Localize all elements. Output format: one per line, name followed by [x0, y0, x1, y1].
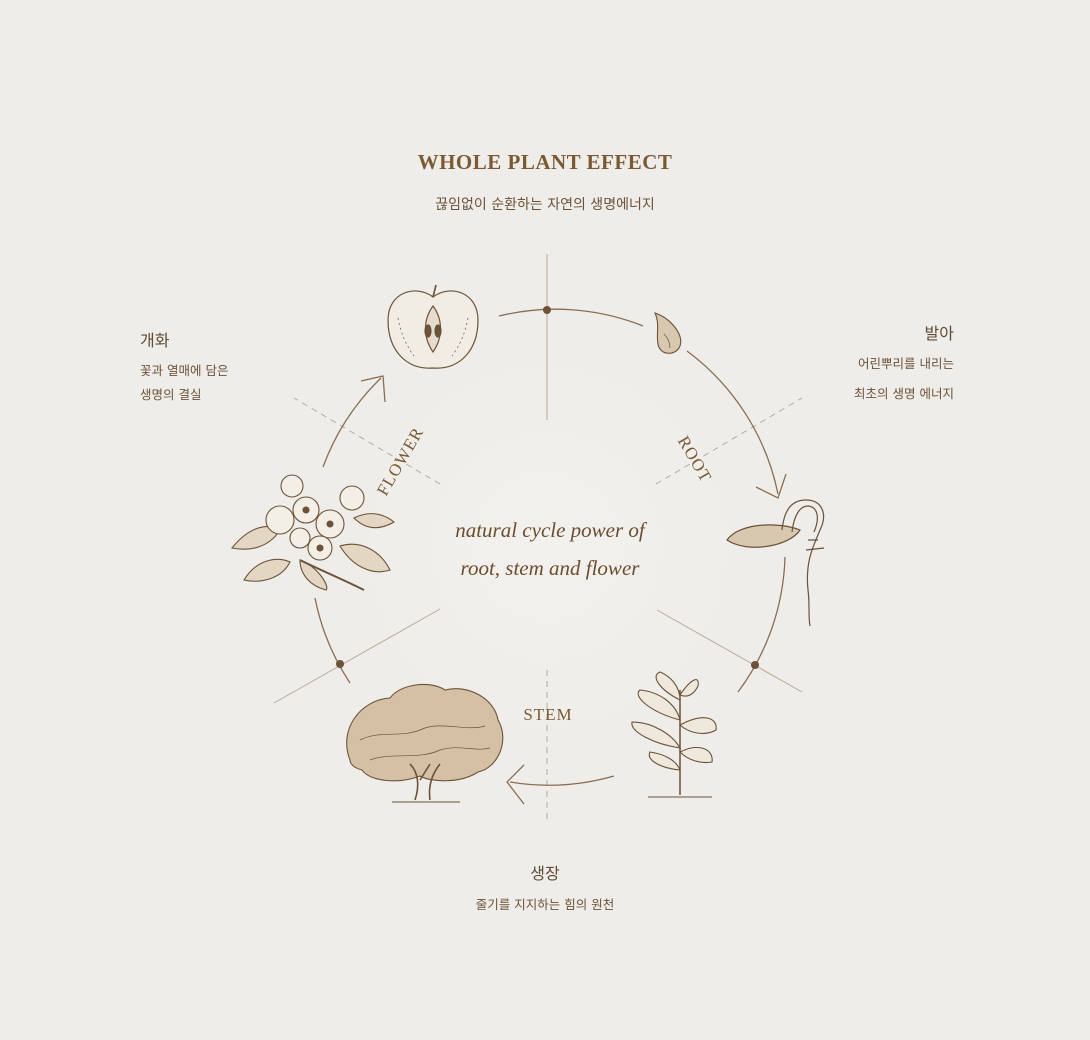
seed-icon	[653, 312, 682, 354]
center-text-line-1: natural cycle power of	[455, 518, 645, 542]
ring-node-left	[336, 660, 344, 668]
ring-arc-right-lower	[737, 556, 786, 693]
ring-node-right	[751, 661, 759, 669]
ring-arc-top	[498, 308, 644, 327]
center-glow	[347, 347, 747, 747]
caption-growth-heading: 생장	[530, 864, 560, 883]
page-subtitle: 끊임없이 순환하는 자연의 생명에너지	[435, 197, 655, 213]
caption-germination-heading: 발아	[924, 324, 954, 343]
ring-arc-stem	[509, 775, 615, 786]
ring-arc-root	[686, 350, 779, 495]
stem-arrow-icon	[506, 764, 525, 805]
blossom-icon	[231, 474, 395, 591]
divider-lower-left	[273, 608, 441, 704]
caption-growth-line-1: 줄기를 지지하는 힘의 원천	[475, 897, 615, 912]
caption-germination-line-1: 어린뿌리를 내리는	[858, 356, 954, 371]
caption-flowering-heading: 개화	[140, 331, 170, 350]
flower-arrow-icon	[360, 375, 386, 403]
caption-flowering-line-2: 생명의 결실	[140, 387, 202, 402]
seedling-icon	[631, 671, 717, 798]
caption-germination-line-2: 최초의 생명 에너지	[854, 386, 954, 401]
ring-nodes	[336, 306, 759, 669]
ring-arc-flower	[322, 377, 382, 468]
divider-lower-right	[656, 609, 803, 693]
center-text-line-2: root, stem and flower	[460, 556, 640, 580]
divider-lines	[273, 254, 803, 822]
tree-icon	[346, 683, 504, 803]
apple-icon	[387, 284, 479, 369]
ring-node-top	[543, 306, 551, 314]
page-title: WHOLE PLANT EFFECT	[417, 150, 673, 174]
cycle-ring	[314, 308, 787, 805]
root-arrow-icon	[755, 473, 787, 499]
ring-label-stem: STEM	[523, 705, 572, 724]
ring-arc-left-lower	[314, 597, 351, 684]
sprout-icon	[726, 499, 825, 627]
caption-flowering-line-1: 꽃과 열매에 담은	[140, 363, 229, 378]
